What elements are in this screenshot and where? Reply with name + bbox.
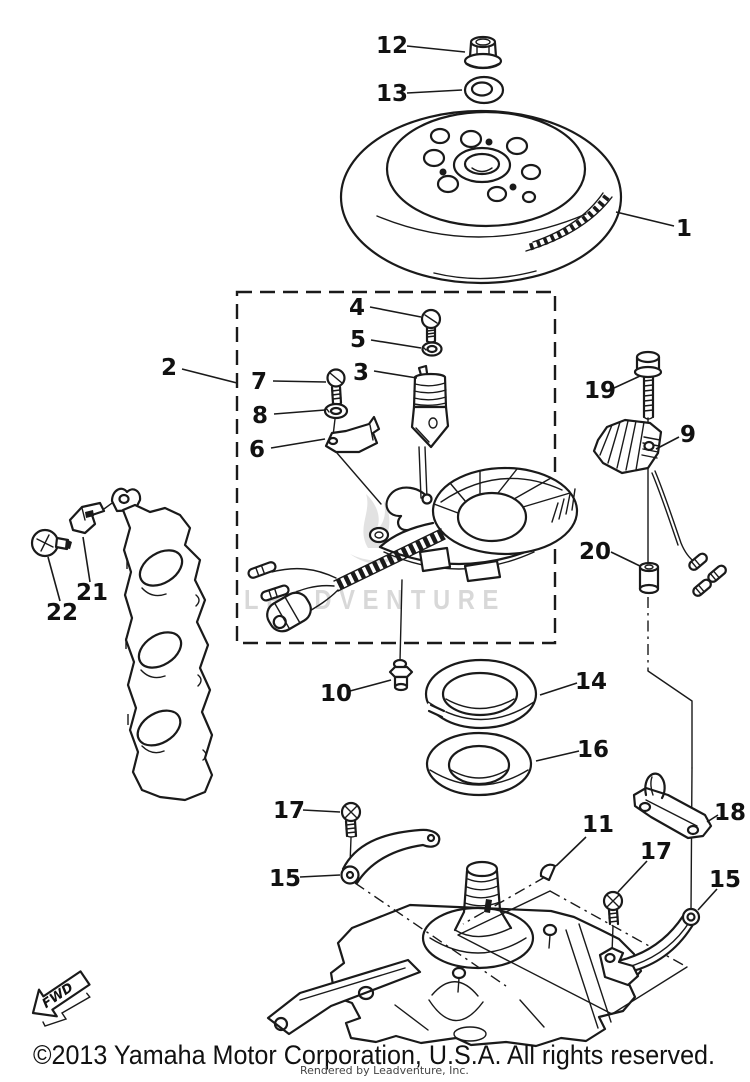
callout-18: 18 [714, 800, 746, 826]
bolt-4 [420, 308, 442, 343]
coil-wires [651, 470, 697, 564]
callout-15-right: 15 [709, 867, 741, 893]
screw-17-right [602, 890, 624, 954]
callout-14: 14 [575, 669, 607, 695]
timing-grid [525, 192, 613, 252]
woodruff-key-11 [539, 863, 557, 882]
callout-11: 11 [582, 812, 614, 838]
anchor-bracket-18 [632, 772, 713, 840]
retainer-ring-14 [424, 658, 538, 730]
washer-5 [421, 341, 443, 357]
watermark-note: Rendered by Leadventure, Inc. [300, 1064, 469, 1077]
callout-10: 10 [320, 681, 352, 707]
callout-20: 20 [579, 539, 611, 565]
callout-13: 13 [376, 81, 408, 107]
long-bolt-19 [633, 350, 663, 420]
mount-arm [266, 958, 422, 1036]
wire-terminals [688, 552, 727, 597]
flat-washer [463, 75, 505, 105]
guide-15-left [340, 828, 441, 885]
crankshaft [453, 860, 513, 938]
fitting-10 [388, 658, 414, 692]
callout-7: 7 [251, 369, 267, 395]
spacer-20 [638, 561, 660, 595]
callout-22: 22 [46, 600, 78, 626]
nut [463, 35, 503, 70]
wire-harness [247, 528, 446, 633]
lighting-coil-9 [592, 418, 663, 475]
callout-2: 2 [161, 355, 177, 381]
magneto-base-box [235, 290, 557, 645]
callout-12: 12 [376, 33, 408, 59]
center-line [399, 579, 403, 662]
callout-17-right: 17 [640, 839, 672, 865]
stator-assembly [247, 466, 579, 662]
callout-9: 9 [680, 422, 696, 448]
assembly-lines [354, 767, 693, 1015]
callout-17-left: 17 [273, 798, 305, 824]
assembly-line-6-stator [336, 452, 382, 505]
bracket-6 [324, 415, 381, 454]
callout-1: 1 [676, 216, 692, 242]
guide-15-right [598, 907, 701, 987]
copyright-text: ©2013 Yamaha Motor Corporation, U.S.A. A… [33, 1040, 715, 1070]
callout-5: 5 [350, 327, 366, 353]
clamp-21 [68, 501, 106, 535]
flywheel [339, 109, 623, 285]
screw-17-left [340, 801, 362, 865]
round-connector [266, 591, 312, 633]
callout-19: 19 [584, 378, 616, 404]
callout-4: 4 [349, 295, 365, 321]
callout-16: 16 [577, 737, 609, 763]
cylinder-block [103, 487, 214, 802]
callout-numbers: 1 2 3 4 5 6 7 8 9 10 11 12 13 14 15 15 1… [46, 33, 746, 893]
flywheel-bolt-holes [422, 127, 542, 204]
crank-boss [421, 906, 535, 970]
callout-8: 8 [252, 403, 268, 429]
callout-21: 21 [76, 580, 108, 606]
leader-lines [47, 45, 719, 911]
fwd-arrow: FWD [31, 970, 91, 1027]
thrust-washer-16 [425, 731, 533, 797]
crankcase [266, 860, 643, 1048]
callout-6: 6 [249, 437, 265, 463]
right-column [592, 350, 727, 769]
screw-7 [326, 368, 346, 405]
spring-washer-8 [323, 402, 349, 420]
callout-15-left: 15 [269, 866, 301, 892]
callout-3: 3 [353, 360, 369, 386]
ignition-coil [410, 364, 450, 499]
block-screw-22 [30, 528, 72, 558]
